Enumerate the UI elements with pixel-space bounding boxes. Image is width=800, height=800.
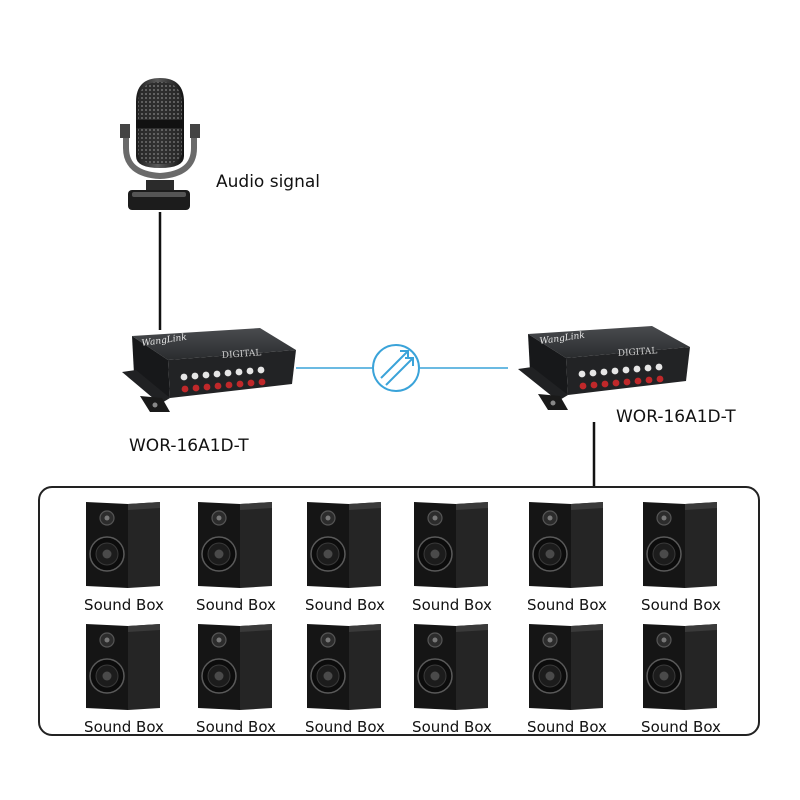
transmitter-rca-jacks [180, 366, 266, 393]
speaker-item: Sound Box [625, 620, 737, 738]
speaker-icon [529, 502, 603, 588]
speaker-icon [529, 624, 603, 710]
speaker-item: Sound Box [289, 620, 401, 738]
transmitter-model-label: WOR-16A1D-T [129, 436, 249, 456]
speaker-item: Sound Box [396, 498, 508, 616]
speaker-icon [86, 502, 160, 588]
speaker-label: Sound Box [412, 718, 492, 736]
speaker-label: Sound Box [641, 718, 721, 736]
speaker-item: Sound Box [511, 498, 623, 616]
speaker-item: Sound Box [180, 498, 292, 616]
speaker-icon [414, 502, 488, 588]
speaker-icon [643, 624, 717, 710]
speaker-label: Sound Box [305, 596, 385, 614]
speaker-label: Sound Box [527, 596, 607, 614]
speaker-label: Sound Box [641, 596, 721, 614]
transmitter-panel-text: DIGITAL [222, 348, 262, 361]
speaker-item: Sound Box [625, 498, 737, 616]
speaker-item: Sound Box [180, 620, 292, 738]
receiver-model-label: WOR-16A1D-T [616, 407, 736, 427]
wireless-link-icon [372, 344, 420, 392]
speaker-icon [198, 624, 272, 710]
wireless-link [296, 344, 508, 392]
speaker-item: Sound Box [396, 620, 508, 738]
speaker-item: Sound Box [289, 498, 401, 616]
speaker-item: Sound Box [511, 620, 623, 738]
speaker-icon [307, 624, 381, 710]
speaker-label: Sound Box [412, 596, 492, 614]
speaker-label: Sound Box [305, 718, 385, 736]
speaker-icon [414, 624, 488, 710]
speaker-label: Sound Box [527, 718, 607, 736]
speaker-group-panel [38, 486, 760, 736]
speaker-icon [307, 502, 381, 588]
speaker-icon [643, 502, 717, 588]
transmitter-device: WangLink DIGITAL [122, 328, 296, 412]
speaker-label: Sound Box [196, 718, 276, 736]
receiver-rca-jacks [578, 363, 664, 390]
speaker-label: Sound Box [84, 596, 164, 614]
receiver-panel-text: DIGITAL [618, 346, 658, 359]
speaker-item: Sound Box [68, 498, 180, 616]
speaker-item: Sound Box [68, 620, 180, 738]
speaker-label: Sound Box [196, 596, 276, 614]
audio-signal-label: Audio signal [216, 172, 321, 192]
speaker-icon [86, 624, 160, 710]
speaker-label: Sound Box [84, 718, 164, 736]
microphone-icon [120, 78, 200, 210]
receiver-device: WangLink DIGITAL [518, 326, 690, 410]
speaker-icon [198, 502, 272, 588]
